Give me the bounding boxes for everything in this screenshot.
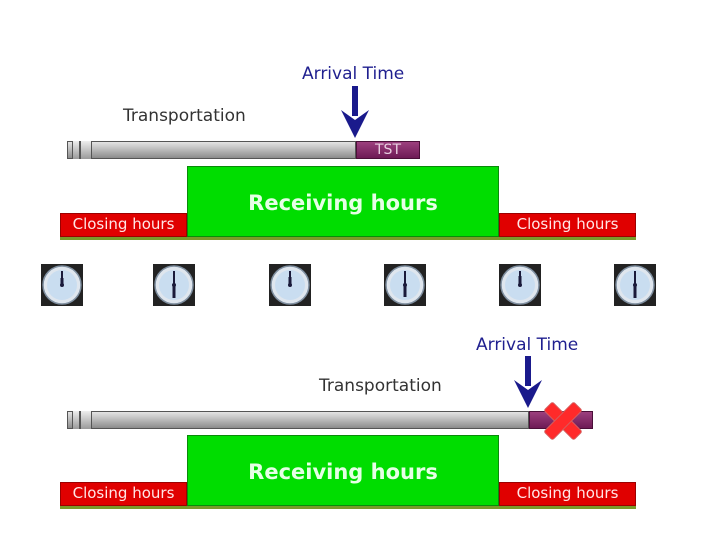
- bottom-transportation-bar: [67, 411, 529, 429]
- clock-icon: [499, 264, 541, 306]
- bottom-closing-hours-left: Closing hours: [60, 482, 187, 506]
- bottom-receiving-hours: Receiving hours: [187, 435, 499, 506]
- clock-icon: [269, 264, 311, 306]
- top-transportation-bar: [67, 141, 356, 159]
- bottom-closing-hours-right: Closing hours: [499, 482, 636, 506]
- top-baseline: [60, 237, 636, 240]
- top-transportation-label: Transportation: [123, 106, 246, 126]
- reject-cross-icon: [544, 402, 582, 440]
- bottom-arrival-time-label: Arrival Time: [476, 335, 579, 355]
- top-closing-hours-left: Closing hours: [60, 213, 187, 237]
- clock-icon: [614, 264, 656, 306]
- bottom-arrival-arrow-icon: [514, 356, 542, 408]
- top-closing-hours-right: Closing hours: [499, 213, 636, 237]
- bottom-baseline: [60, 506, 636, 509]
- clock-icon: [41, 264, 83, 306]
- top-tst-segment: TST: [356, 141, 420, 159]
- bottom-transportation-label: Transportation: [319, 376, 442, 396]
- top-arrival-time-label: Arrival Time: [302, 64, 405, 84]
- top-arrival-arrow-icon: [341, 86, 369, 138]
- top-receiving-hours: Receiving hours: [187, 166, 499, 237]
- clock-icon: [153, 264, 195, 306]
- clock-icon: [384, 264, 426, 306]
